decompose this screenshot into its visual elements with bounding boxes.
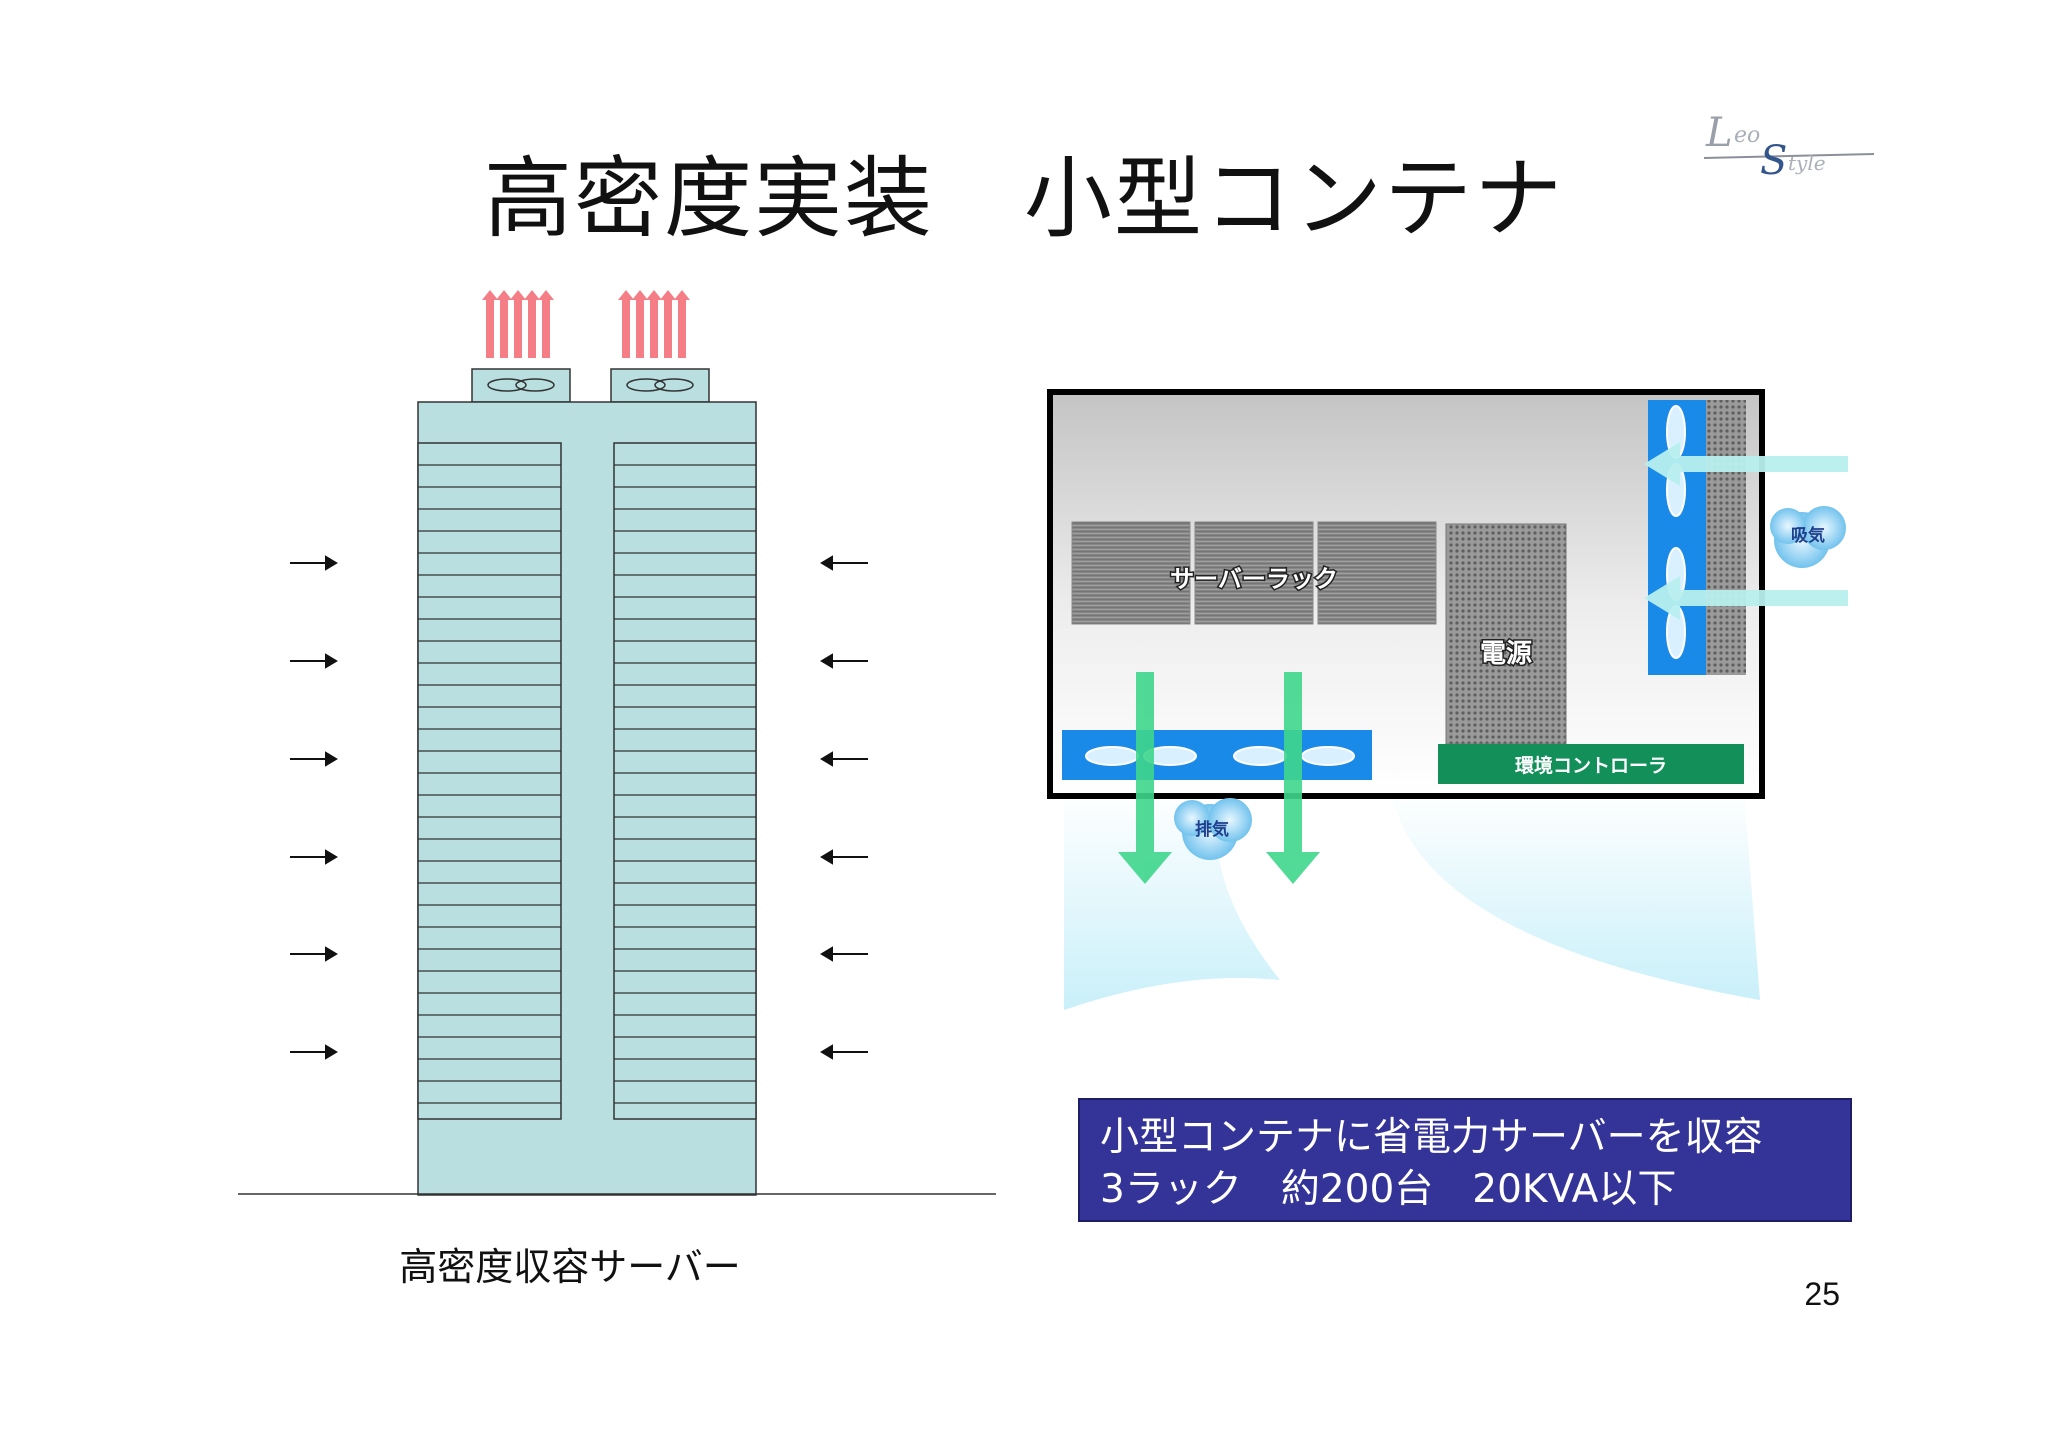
controller-label: 環境コントローラ (1515, 754, 1667, 777)
svg-text:tyle: tyle (1788, 151, 1826, 175)
heat-up-arrow-icon (618, 290, 690, 358)
airflow-plume (1064, 790, 1280, 1010)
airflow-arrow-icon (1118, 672, 1320, 884)
intake-fan-unit (1648, 400, 1746, 675)
slide-title: 高密度実装 小型コンテナ (483, 147, 1564, 250)
rack-label: サーバーラック (1170, 565, 1338, 593)
exhaust-label: 排気 (1195, 819, 1229, 840)
power-label: 電源 (1480, 639, 1532, 669)
airflow-arrow-icon (1644, 442, 1848, 620)
info-box: 小型コンテナに省電力サーバーを収容 3ラック 約200台 20KVA以下 (1078, 1098, 1852, 1222)
intake-label: 吸気 (1791, 525, 1825, 546)
svg-text:eo: eo (1734, 123, 1760, 148)
logo-mark-l: L (1705, 110, 1733, 156)
page-number: 25 (1804, 1276, 1840, 1312)
exhaust-fan-unit (1062, 730, 1372, 780)
environment-controller (1438, 744, 1744, 784)
info-line-2: 3ラック 約200台 20KVA以下 (1100, 1167, 1677, 1212)
fan-icon (610, 368, 710, 403)
power-unit (1445, 523, 1567, 745)
logo-mark-s: S (1760, 138, 1787, 184)
server-caption: 高密度収容サーバー (399, 1245, 741, 1289)
cloud-icon (1174, 798, 1252, 860)
cloud-icon (1770, 506, 1846, 568)
container-diagram: サーバーラック 電源 環境コントローラ 吸気 (1047, 389, 1848, 1010)
server-diagram (238, 290, 996, 1196)
logo: L eo S tyle (1703, 110, 1875, 184)
server-racks (1071, 521, 1437, 625)
info-line-1: 小型コンテナに省電力サーバーを収容 (1100, 1115, 1763, 1160)
heat-up-arrow-icon (482, 290, 554, 358)
fan-icon (471, 368, 571, 403)
